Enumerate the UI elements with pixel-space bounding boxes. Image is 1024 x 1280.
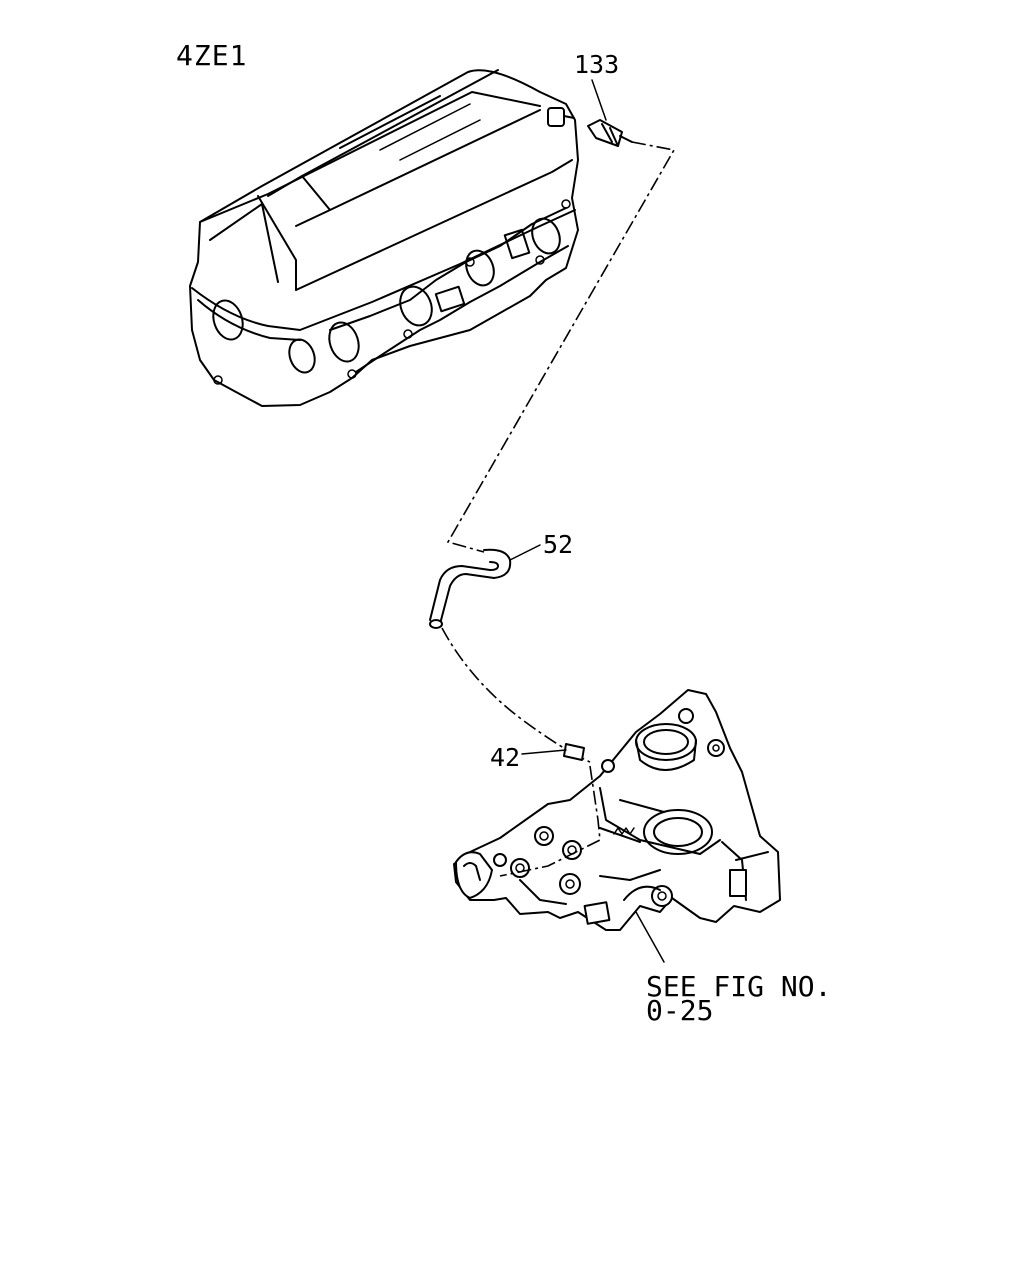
routing-line-upper: [446, 141, 676, 553]
reference-line-1: SEE FIG NO.: [646, 970, 832, 1003]
routing-line-lower: [441, 627, 591, 763]
model-title: 4ZE1: [176, 39, 248, 72]
intake-manifold-assembly: [453, 689, 781, 963]
pipe-42: [521, 743, 585, 761]
callout-133: 133: [574, 50, 620, 79]
reference-line-2: 0-25: [646, 994, 714, 1027]
hose-52: [429, 544, 541, 629]
callout-42: 42: [490, 743, 521, 772]
cylinder-head-assembly: [189, 69, 579, 407]
connector-133: [587, 79, 633, 147]
callout-52: 52: [543, 530, 574, 559]
